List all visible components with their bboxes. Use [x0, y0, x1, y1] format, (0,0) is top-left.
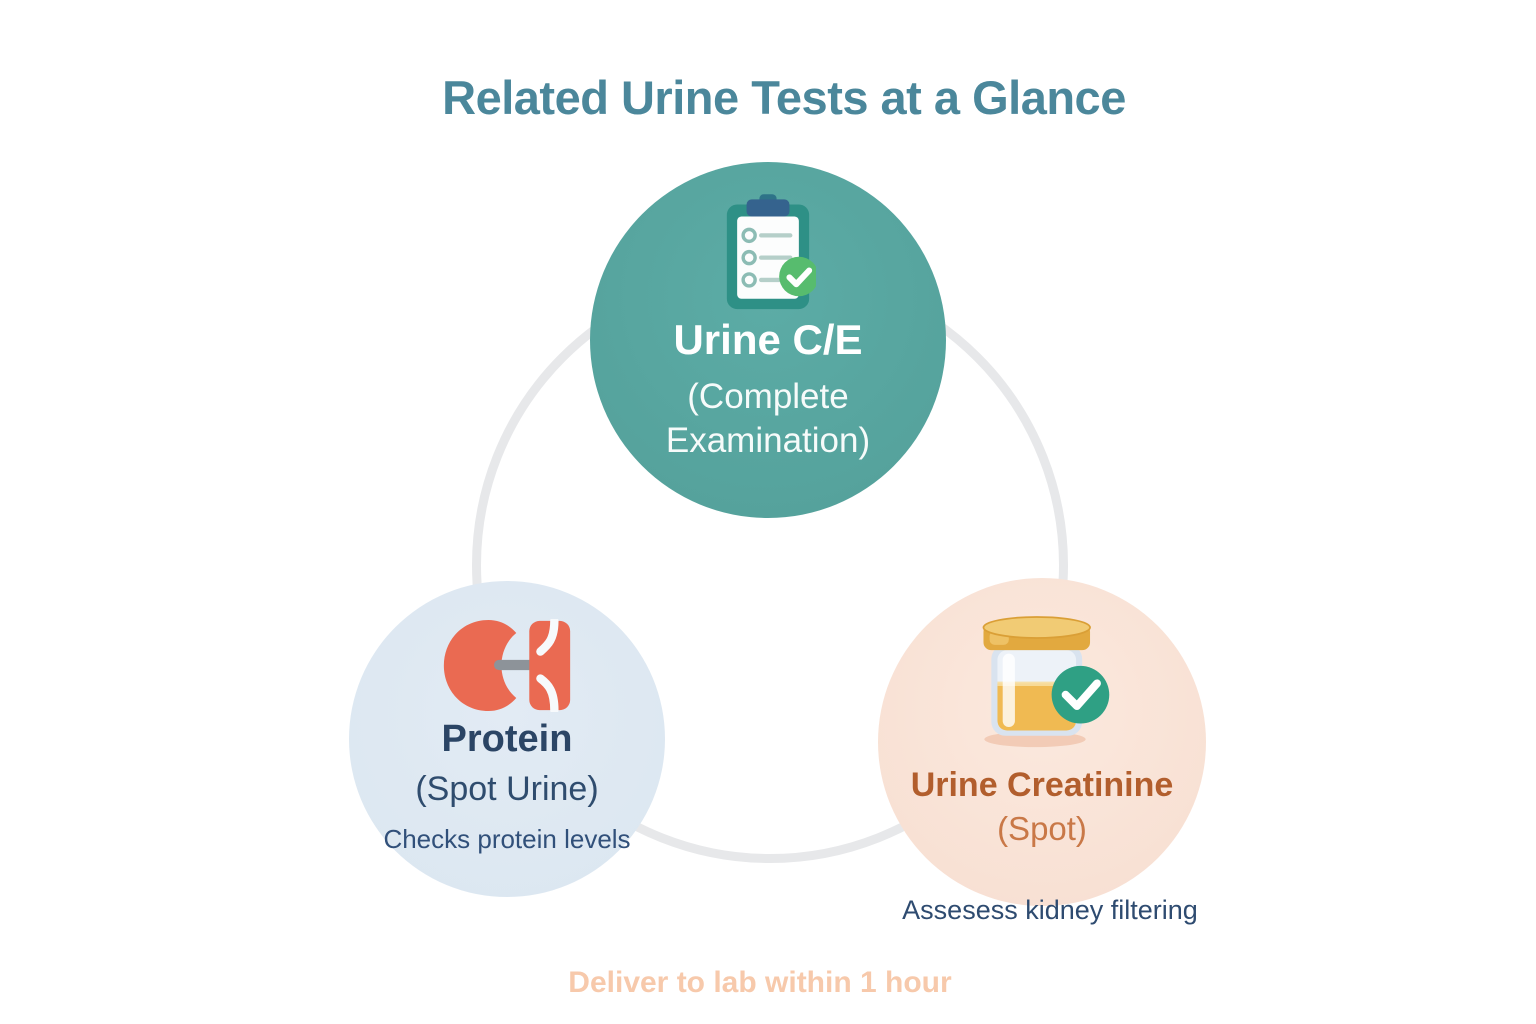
- page-title: Related Urine Tests at a Glance: [442, 71, 1126, 124]
- test-subtitle-urine-ce: (Complete Examination): [665, 377, 871, 460]
- kidney-icon: [443, 619, 571, 712]
- test-node-protein: Protein (Spot Urine) Checks protein leve…: [349, 581, 665, 897]
- test-node-urine-ce: Urine C/E (Complete Examination): [590, 162, 946, 518]
- footer-note: Deliver to lab within 1 hour: [568, 966, 952, 999]
- test-subtitle-urine-creatinine: (Spot): [997, 810, 1087, 847]
- test-name-urine-ce: Urine C/E: [673, 316, 863, 363]
- test-node-urine-creatinine: Urine Creatinine (Spot): [878, 578, 1206, 906]
- test-name-protein: Protein: [441, 718, 573, 760]
- test-note-protein: Checks protein levels: [383, 824, 631, 854]
- test-note-urine-creatinine: Assesess kidney filtering: [902, 895, 1198, 925]
- urine-sample-jar-icon: [982, 616, 1110, 748]
- test-subtitle-protein: (Spot Urine): [415, 770, 599, 808]
- clipboard-checklist-icon: [726, 194, 816, 310]
- test-name-urine-creatinine: Urine Creatinine: [910, 766, 1174, 804]
